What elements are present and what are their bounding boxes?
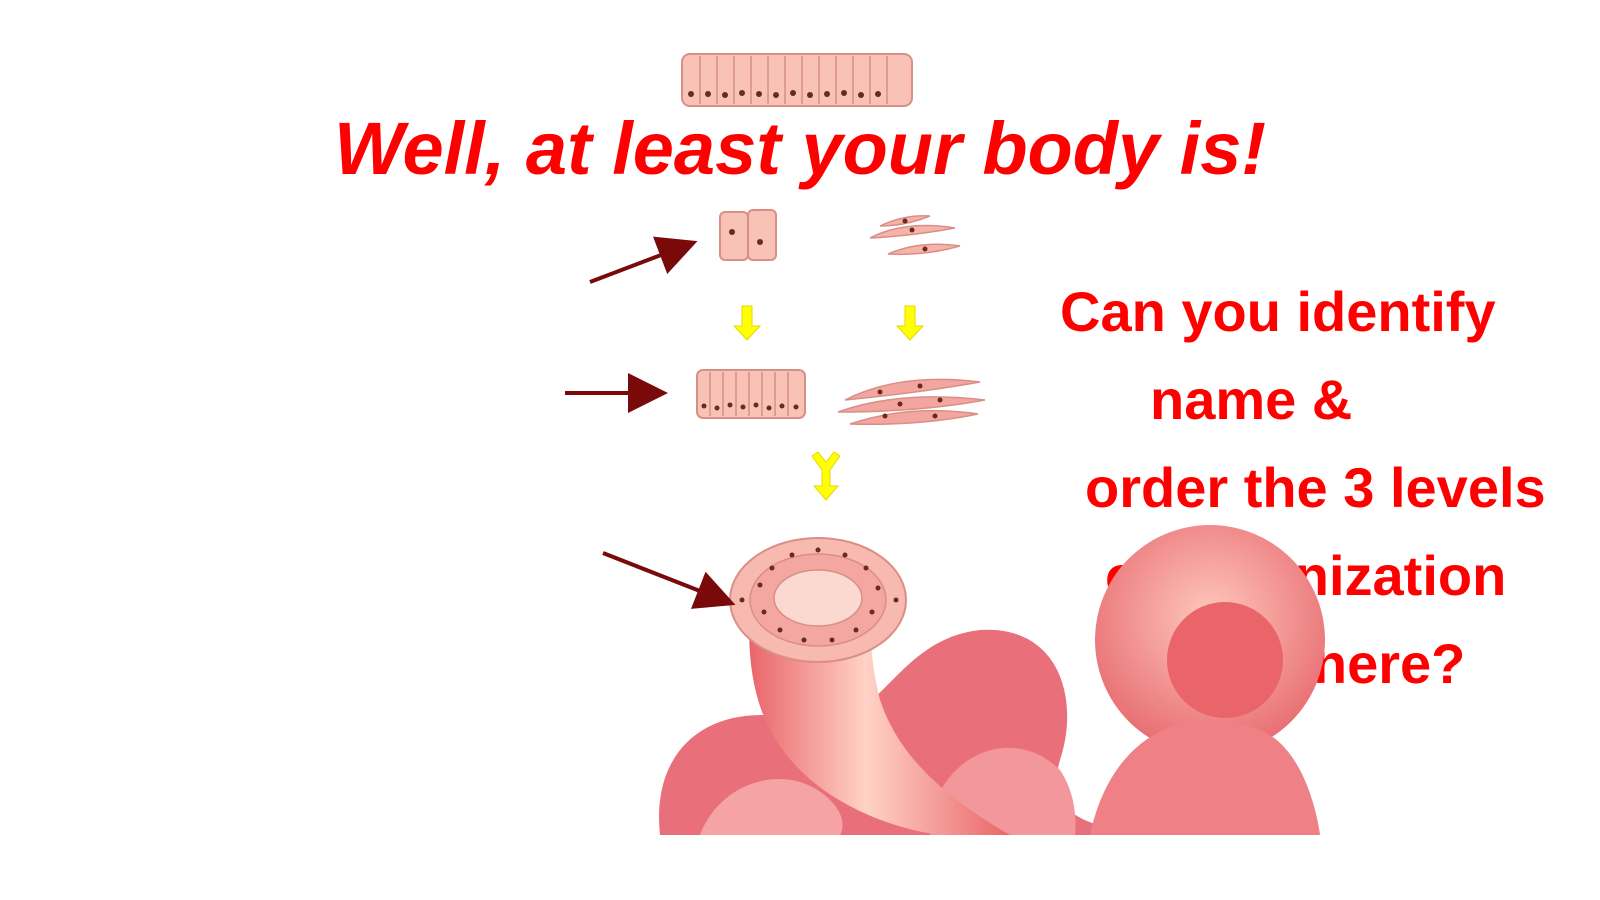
question-line-2: name & xyxy=(1150,368,1353,431)
slide-title: Well, at least your body is! xyxy=(333,107,1267,190)
question-line-3: order the 3 levels xyxy=(1085,456,1546,519)
muscle-tissue-icon xyxy=(837,378,986,426)
smooth-muscle-cell-icon xyxy=(869,214,961,256)
flow-arrows xyxy=(732,305,925,501)
intestine-organ-icon xyxy=(659,525,1325,835)
cell-sheet-icon xyxy=(681,53,913,107)
question-line-1: Can you identify xyxy=(1060,280,1496,343)
epithelial-cell-icon xyxy=(719,209,777,261)
epithelial-tissue-icon xyxy=(696,369,806,419)
pointer-arrows xyxy=(565,236,736,609)
